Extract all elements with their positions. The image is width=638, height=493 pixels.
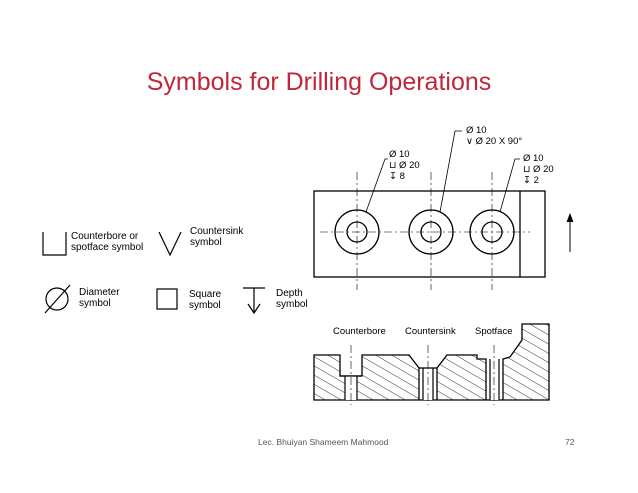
counterbore-symbol-icon [42, 232, 67, 256]
page-number: 72 [565, 437, 575, 447]
spotface-callout: Ø 10 ⊔ Ø 20 ↧ 2 [523, 153, 554, 186]
slide-title: Symbols for Drilling Operations [146, 68, 492, 96]
footer-author: Lec. Bhuiyan Shameem Mahmood [258, 437, 389, 447]
depth-legend-label: Depth symbol [276, 288, 308, 310]
diameter-legend-label: Diameter symbol [79, 287, 120, 309]
countersink-legend-label: Countersink symbol [190, 226, 244, 248]
section-label-spotface: Spotface [475, 326, 513, 337]
square-symbol-icon [156, 288, 178, 310]
section-label-countersink: Countersink [405, 326, 456, 337]
square-legend-label: Square symbol [189, 289, 222, 311]
counterbore-callout: Ø 10 ⊔ Ø 20 ↧ 8 [389, 149, 420, 182]
front-view [313, 130, 574, 290]
section-view [313, 323, 550, 405]
diameter-symbol-icon [44, 284, 71, 314]
depth-symbol-icon [243, 287, 265, 315]
countersink-symbol-icon [158, 231, 182, 257]
countersink-callout: Ø 10 ∨ Ø 20 X 90° [466, 125, 523, 147]
counterbore-legend-label: Counterbore or spotface symbol [71, 231, 144, 253]
section-label-counterbore: Counterbore [333, 326, 386, 337]
